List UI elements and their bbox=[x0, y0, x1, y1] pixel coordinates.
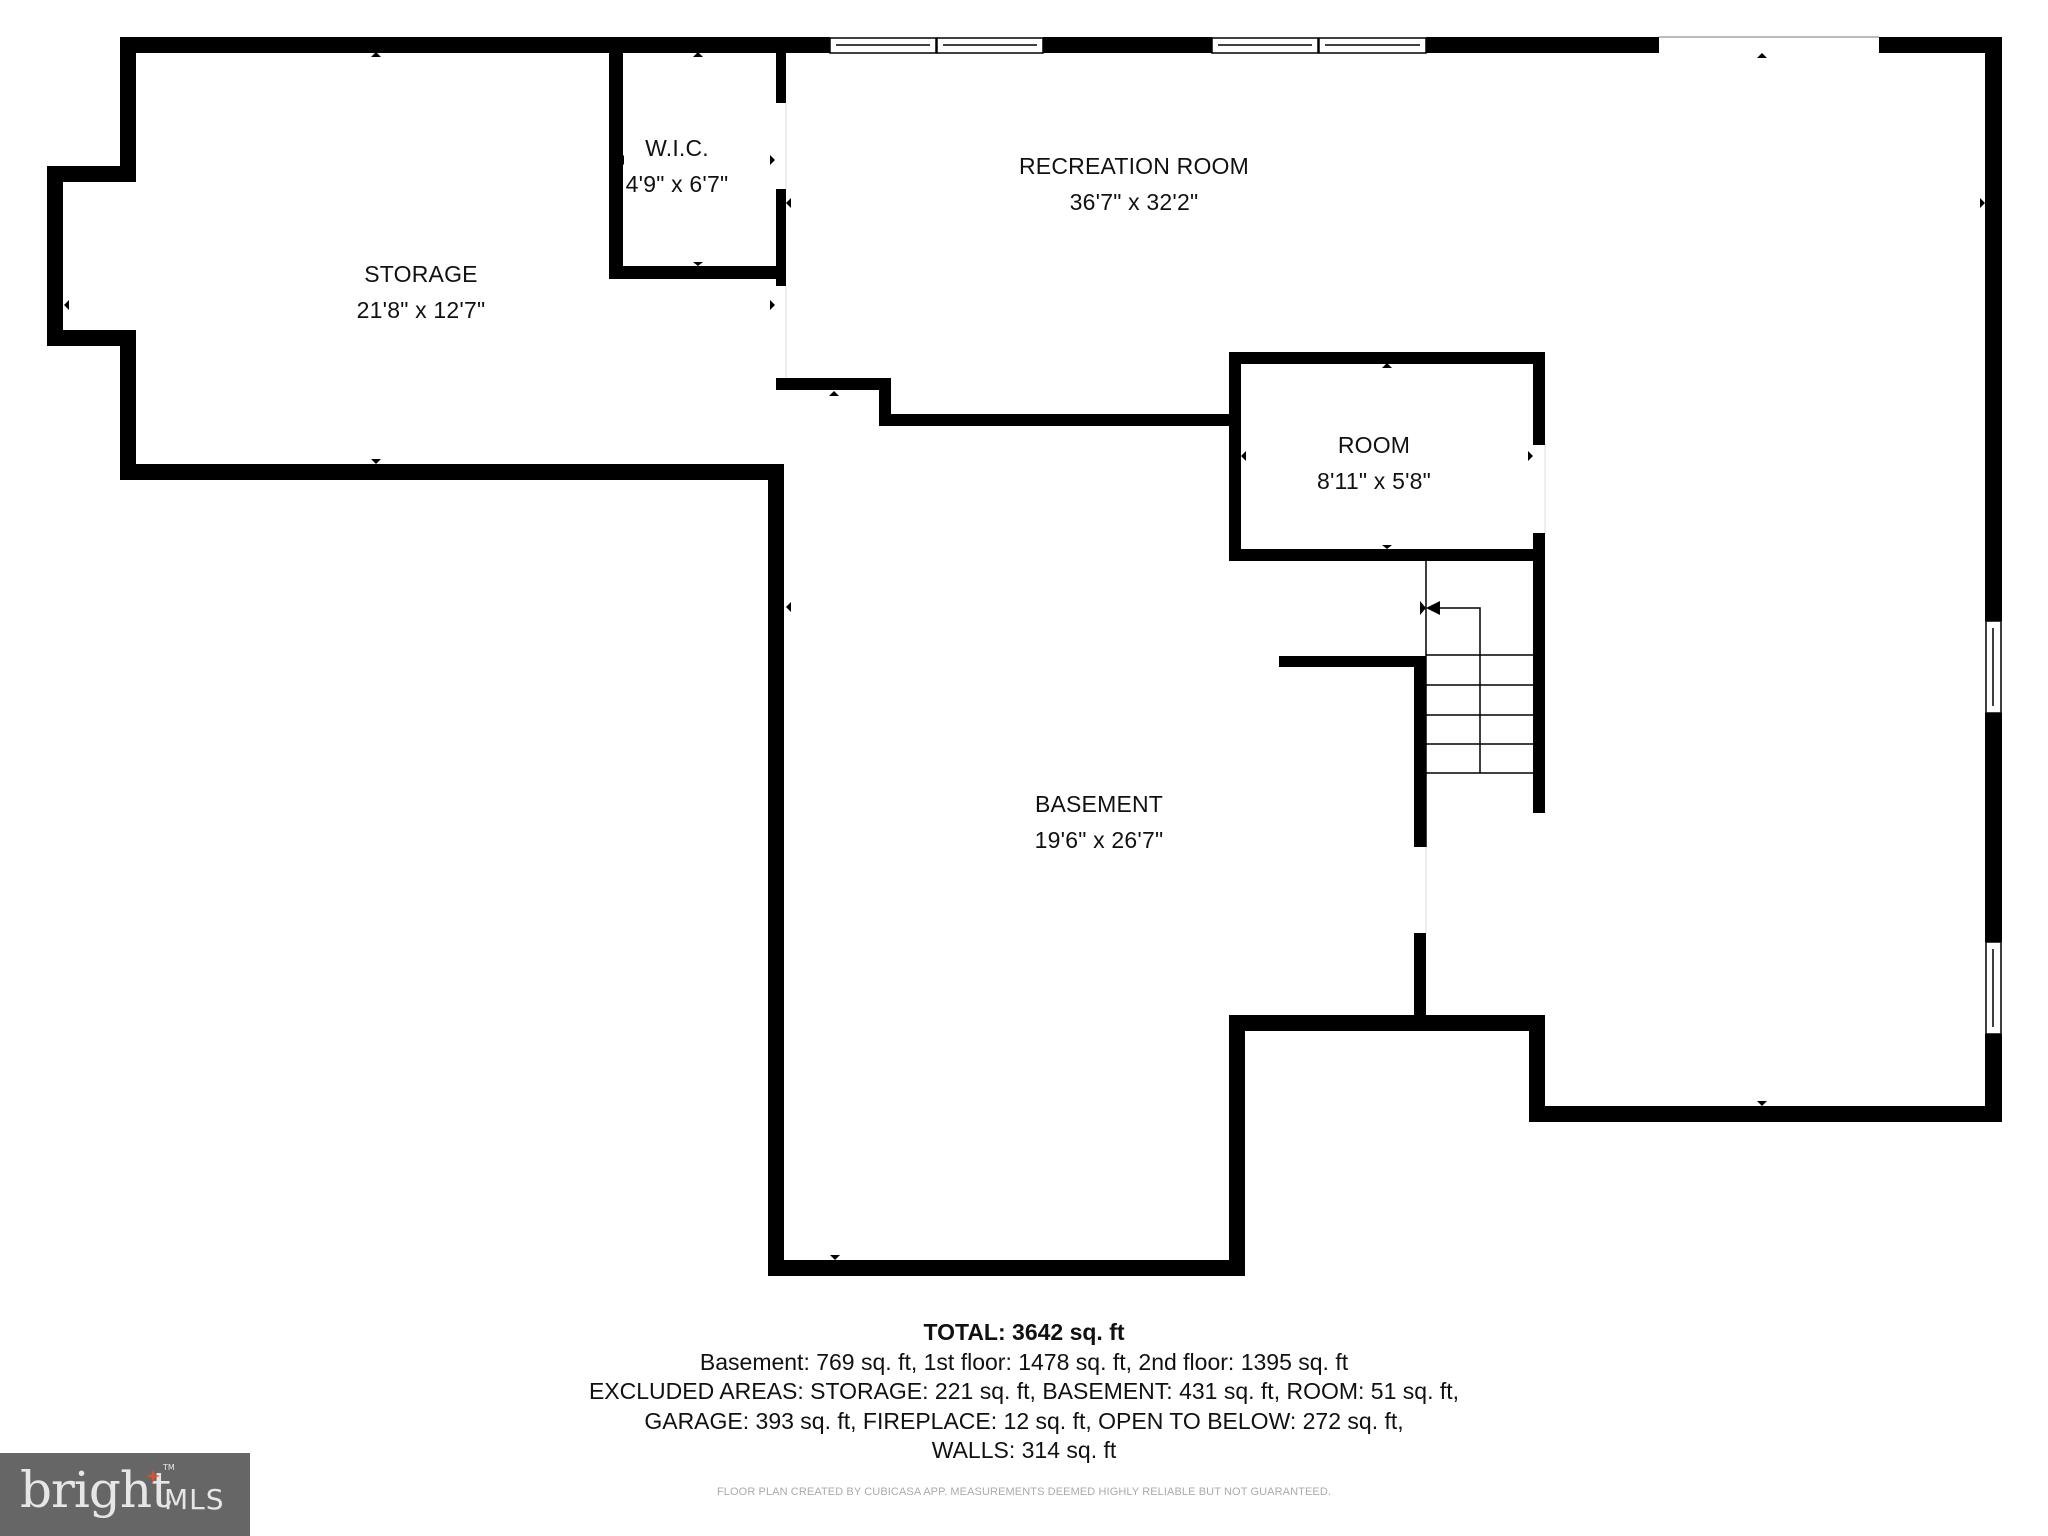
area-summary: TOTAL: 3642 sq. ft Basement: 769 sq. ft,… bbox=[0, 1318, 2048, 1466]
excluded-areas-line-3: WALLS: 314 sq. ft bbox=[931, 1437, 1117, 1463]
excluded-areas-line-2: GARAGE: 393 sq. ft, FIREPLACE: 12 sq. ft… bbox=[644, 1407, 1404, 1434]
room-dimensions: 4'9" x 6'7" bbox=[625, 171, 729, 197]
window-top-1 bbox=[829, 37, 1044, 54]
room-name: W.I.C. bbox=[645, 135, 709, 161]
logo-wordmark: bright bbox=[20, 1461, 171, 1519]
stair-arrow-icon bbox=[1426, 601, 1440, 615]
room-dimensions: 21'8" x 12'7" bbox=[356, 297, 486, 323]
walls bbox=[47, 37, 2002, 1276]
logo-trademark: TM bbox=[163, 1463, 175, 1472]
logo-mls: MLS bbox=[164, 1483, 225, 1516]
room-dimensions: 36'7" x 32'2" bbox=[1069, 189, 1199, 215]
windows bbox=[829, 37, 2002, 1035]
room-label-basement: BASEMENT 19'6" x 26'7" bbox=[1035, 786, 1164, 858]
room-name: RECREATION ROOM bbox=[1018, 153, 1250, 179]
room-label-recreation-room: RECREATION ROOM 36'7" x 32'2" bbox=[1019, 148, 1249, 220]
window-top-2 bbox=[1211, 37, 1427, 54]
sparkle-icon bbox=[146, 1469, 160, 1483]
disclaimer: FLOOR PLAN CREATED BY CUBICASA APP. MEAS… bbox=[716, 1486, 1332, 1498]
total-area: TOTAL: 3642 sq. ft bbox=[923, 1319, 1125, 1345]
bright-mls-logo: bright TM MLS bbox=[0, 1453, 250, 1536]
room-name: ROOM bbox=[1337, 432, 1411, 458]
room-name: BASEMENT bbox=[1034, 791, 1164, 817]
room-label-storage: STORAGE 21'8" x 12'7" bbox=[357, 256, 486, 328]
window-right-1 bbox=[1985, 620, 2002, 714]
staircase bbox=[1425, 561, 1533, 847]
excluded-areas-line-1: EXCLUDED AREAS: STORAGE: 221 sq. ft, BAS… bbox=[588, 1378, 1460, 1404]
window-right-2 bbox=[1985, 941, 2002, 1035]
floor-areas: Basement: 769 sq. ft, 1st floor: 1478 sq… bbox=[699, 1348, 1349, 1375]
room-label-room: ROOM 8'11" x 5'8" bbox=[1317, 427, 1431, 499]
room-dimensions: 19'6" x 26'7" bbox=[1034, 827, 1164, 853]
room-dimensions: 8'11" x 5'8" bbox=[1316, 468, 1432, 494]
room-label-wic: W.I.C. 4'9" x 6'7" bbox=[626, 130, 729, 202]
dimension-markers bbox=[64, 52, 1985, 1260]
room-name: STORAGE bbox=[364, 261, 478, 287]
